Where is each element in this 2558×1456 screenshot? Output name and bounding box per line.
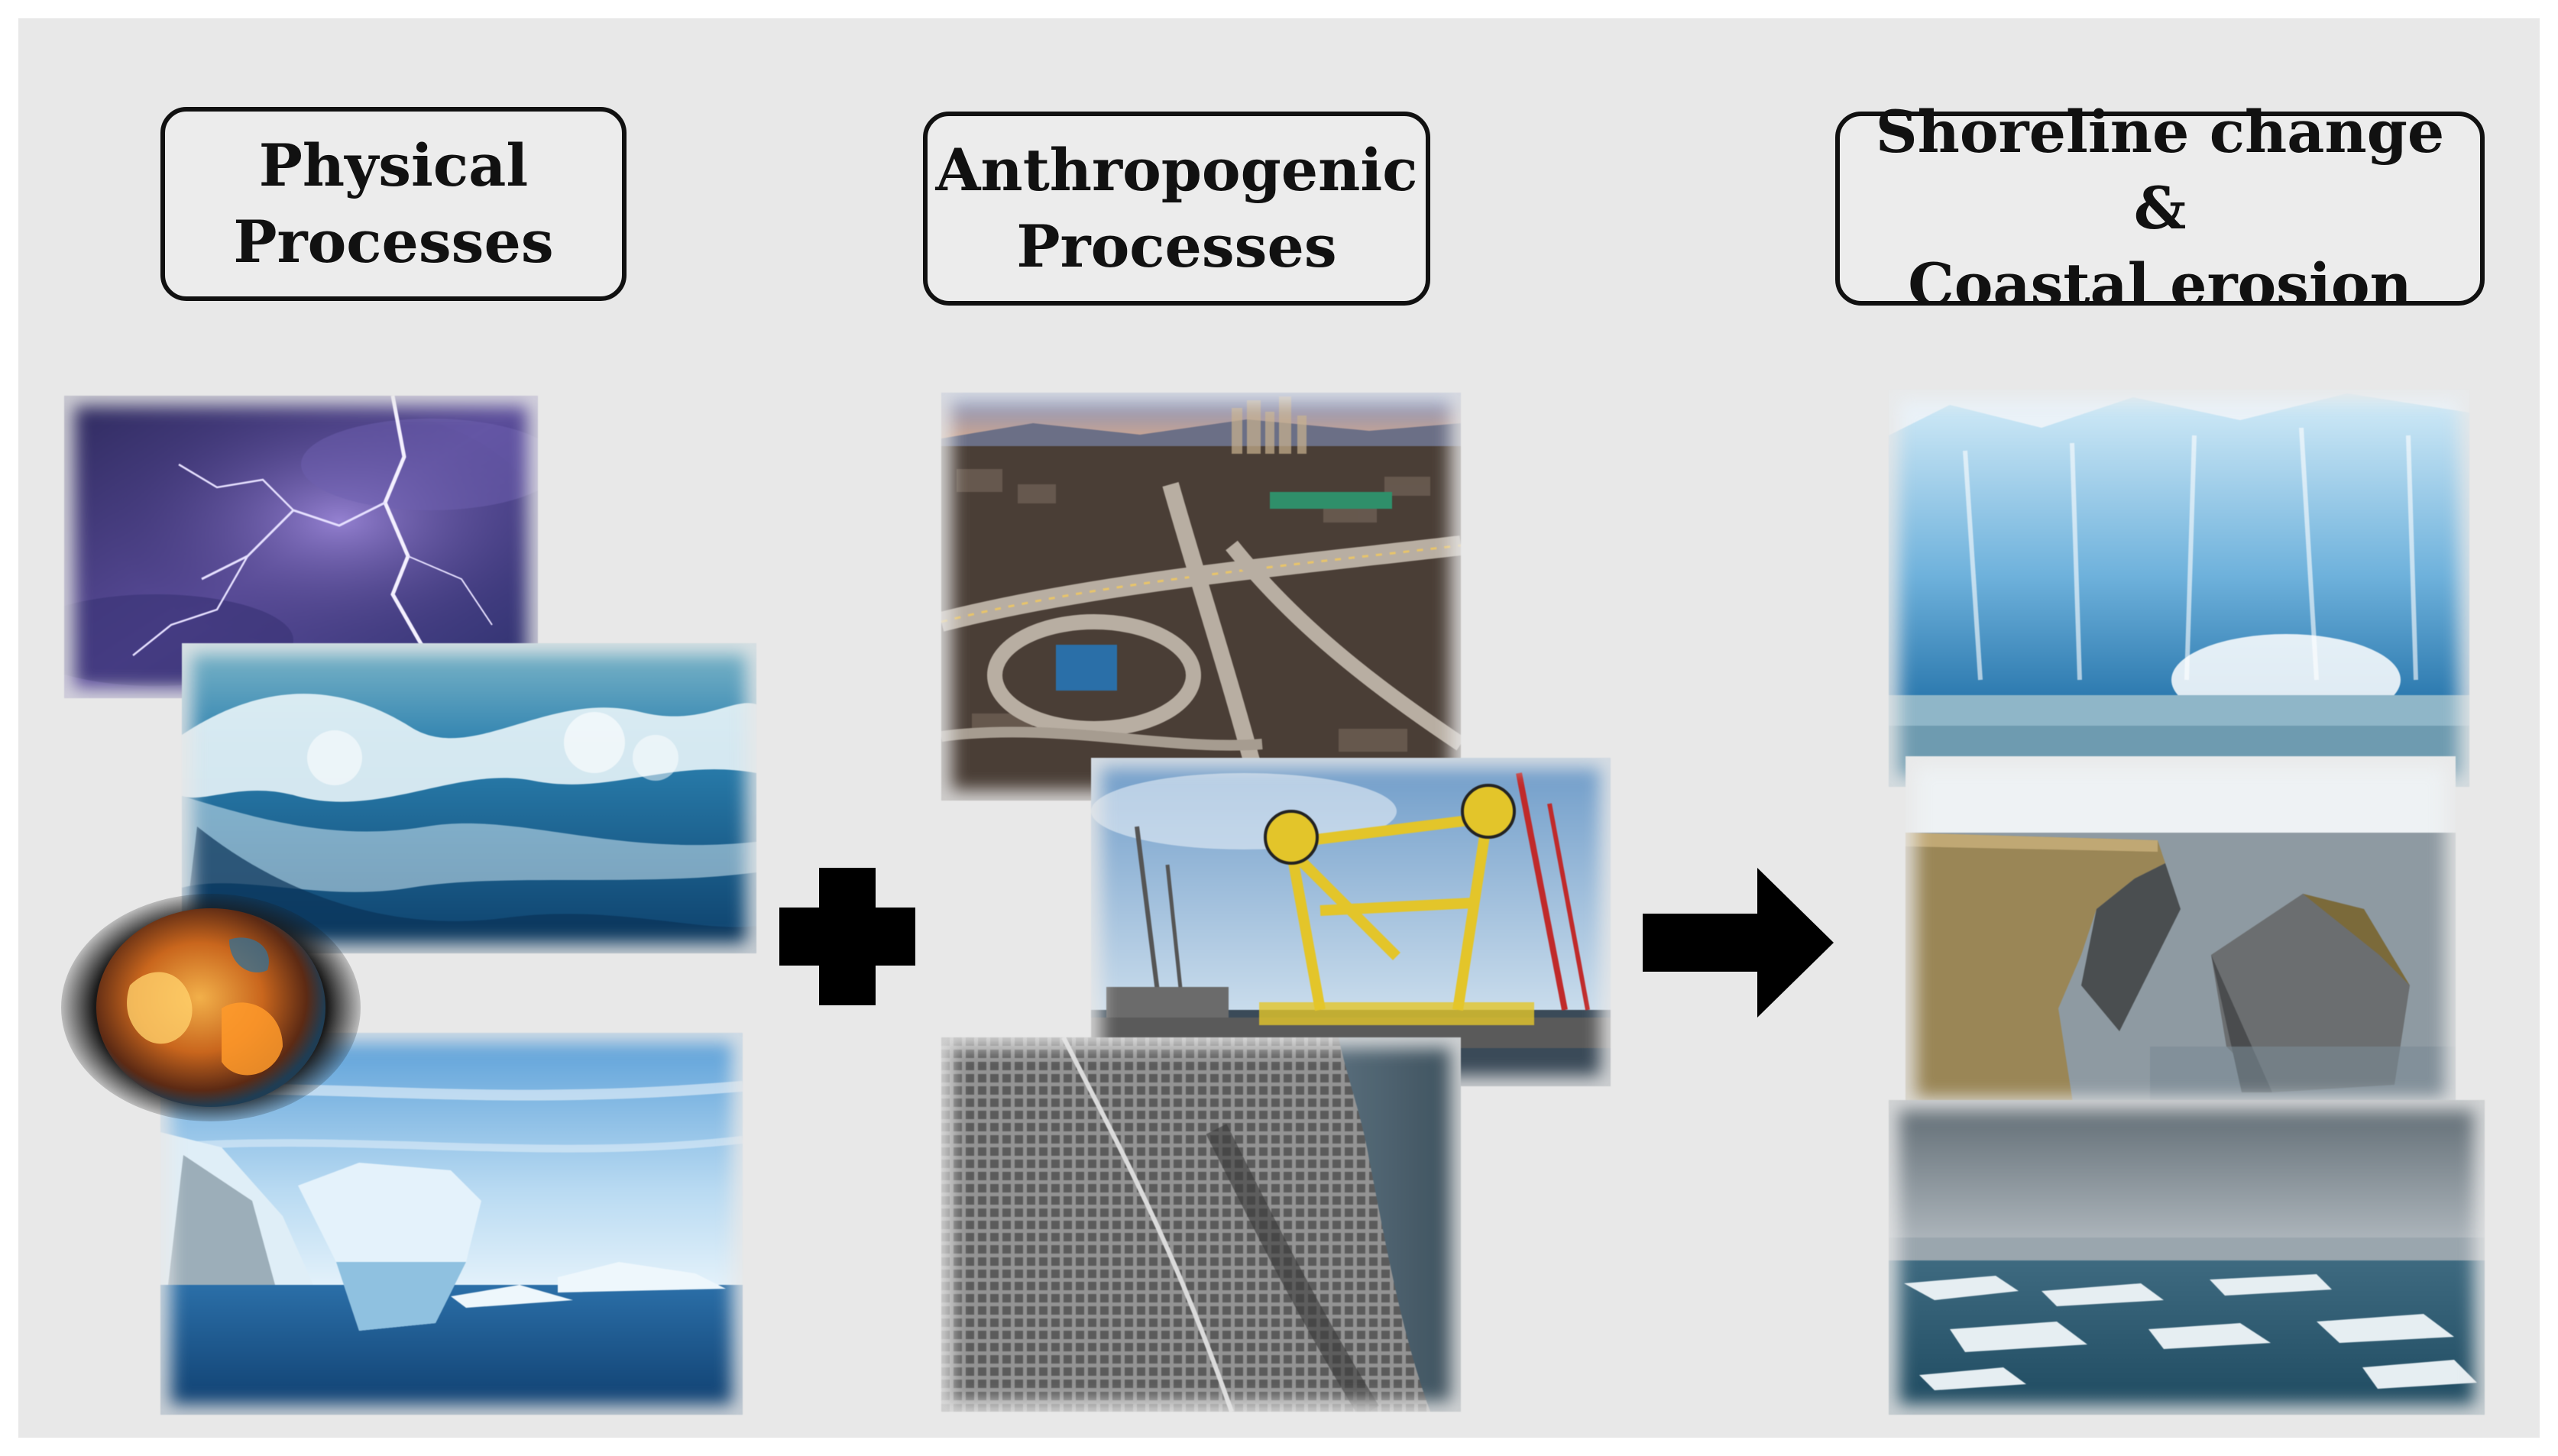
diagram-canvas: Physical Processes Anthropogenic Process…: [18, 18, 2540, 1438]
title-physical-processes: Physical Processes: [160, 107, 627, 301]
arrow-right-icon: [1643, 868, 1834, 1018]
plus-icon: [778, 866, 917, 1007]
photo-ocean-wave: [182, 643, 756, 953]
title-line: Anthropogenic: [935, 136, 1418, 204]
title-line: Physical: [258, 131, 529, 199]
photo-sea-ice: [1889, 1100, 2485, 1415]
title-line: Processes: [233, 208, 554, 276]
photo-city-highway: [941, 393, 1461, 801]
photo-lightning-storm: [64, 396, 538, 698]
title-line: Processes: [1016, 212, 1337, 280]
photo-glacier-calving: [1889, 390, 2469, 787]
title-shoreline-change: Shoreline change & Coastal erosion: [1835, 98, 2485, 319]
photo-eroding-cliff: [1906, 756, 2456, 1108]
title-line: Coastal erosion: [1908, 251, 2412, 319]
title-line: Shoreline change &: [1875, 98, 2445, 242]
photo-aerial-city: [941, 1037, 1461, 1412]
title-anthropogenic-processes: Anthropogenic Processes: [923, 112, 1430, 306]
photo-burning-globe: [61, 894, 361, 1121]
